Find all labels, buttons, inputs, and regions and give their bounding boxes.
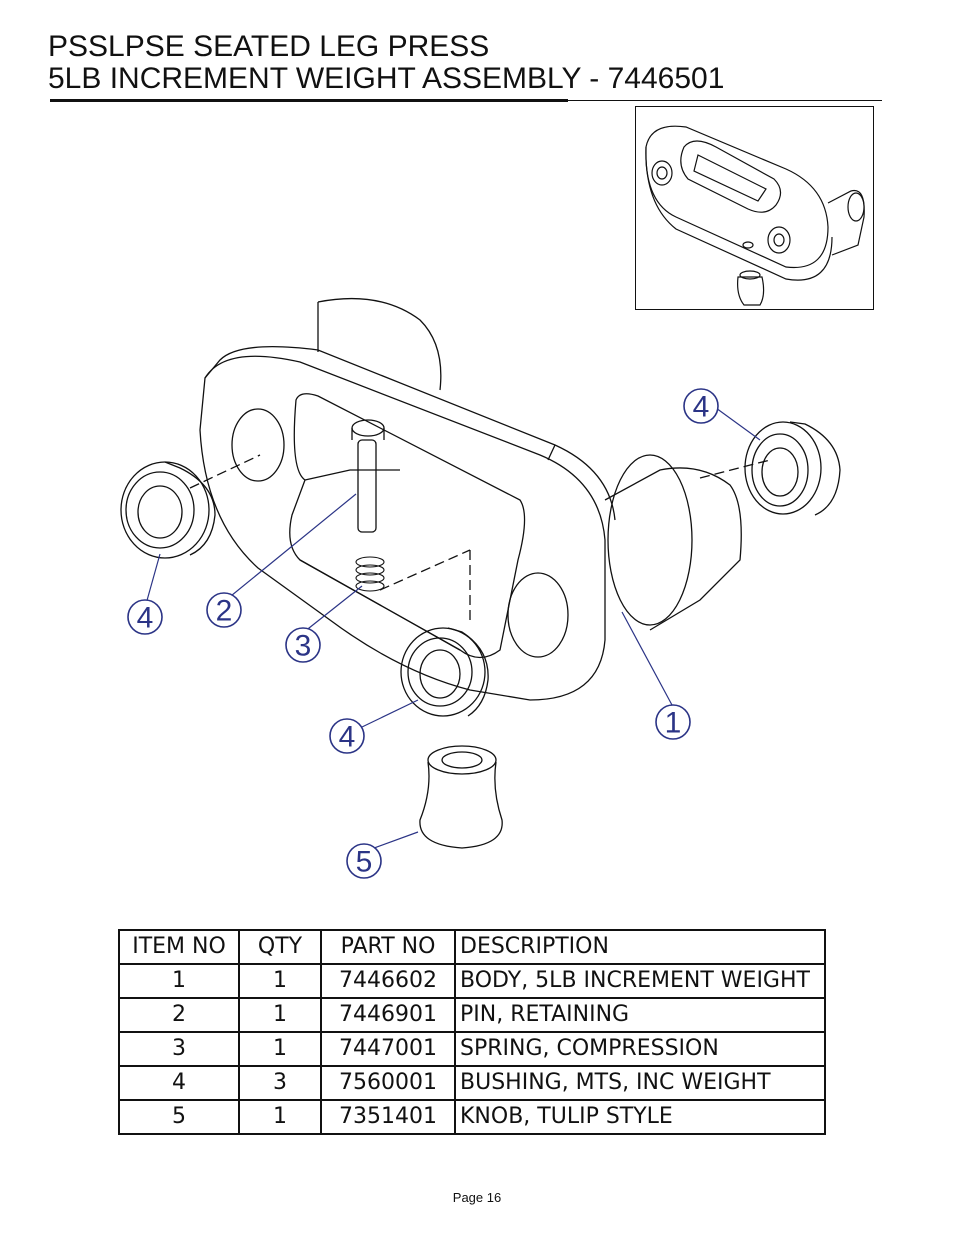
leader-lines	[145, 407, 761, 852]
callout-item-4-center: 4	[329, 718, 365, 754]
table-row: 1 1 7446602 BODY, 5LB INCREMENT WEIGHT	[118, 963, 826, 999]
callout-item-5: 5	[346, 843, 382, 879]
cell-qty: 1	[238, 1099, 322, 1135]
page-title-line-1: PSSLPSE SEATED LEG PRESS	[48, 30, 490, 63]
callout-item-4-left: 4	[127, 599, 163, 635]
svg-text:4: 4	[693, 391, 710, 424]
cell-item-no: 4	[118, 1065, 240, 1101]
header-item-no: ITEM NO	[118, 929, 240, 965]
callout-item-2: 2	[206, 592, 242, 628]
page-title-line-2: 5LB INCREMENT WEIGHT ASSEMBLY - 7446501	[48, 62, 725, 95]
retaining-pin	[351, 419, 385, 533]
weight-body	[189, 297, 771, 701]
svg-text:4: 4	[137, 602, 154, 635]
table-row: 3 1 7447001 SPRING, COMPRESSION	[118, 1031, 826, 1067]
callout-item-4-right: 4	[683, 388, 719, 424]
table-header-row: ITEM NO QTY PART NO DESCRIPTION	[118, 929, 826, 965]
callout-item-3: 3	[285, 627, 321, 663]
tulip-knob	[419, 745, 503, 849]
assembled-view-inset	[635, 106, 874, 310]
cell-description: BUSHING, MTS, INC WEIGHT	[454, 1065, 826, 1101]
svg-text:3: 3	[295, 630, 312, 663]
header-qty: QTY	[238, 929, 322, 965]
bushing-right	[744, 421, 841, 516]
cell-part-no: 7351401	[320, 1099, 456, 1135]
bushing-center	[400, 627, 489, 717]
svg-text:4: 4	[339, 721, 356, 754]
assembled-view-drawing	[645, 125, 865, 306]
cell-item-no: 2	[118, 997, 240, 1033]
cell-part-no: 7447001	[320, 1031, 456, 1067]
cell-description: SPRING, COMPRESSION	[454, 1031, 826, 1067]
table-row: 2 1 7446901 PIN, RETAINING	[118, 997, 826, 1033]
cell-qty: 3	[238, 1065, 322, 1101]
header-description: DESCRIPTION	[454, 929, 826, 965]
callout-item-1: 1	[655, 704, 691, 740]
cell-description: BODY, 5LB INCREMENT WEIGHT	[454, 963, 826, 999]
title-underline	[50, 99, 568, 102]
compression-spring	[355, 556, 385, 592]
cell-description: KNOB, TULIP STYLE	[454, 1099, 826, 1135]
cell-part-no: 7446901	[320, 997, 456, 1033]
exploded-assembly-drawing: 1 2 3 4 4 4 5	[120, 297, 841, 879]
table-row: 5 1 7351401 KNOB, TULIP STYLE	[118, 1099, 826, 1135]
cell-qty: 1	[238, 997, 322, 1033]
header-part-no: PART NO	[320, 929, 456, 965]
cell-item-no: 5	[118, 1099, 240, 1135]
cell-part-no: 7446602	[320, 963, 456, 999]
table-row: 4 3 7560001 BUSHING, MTS, INC WEIGHT	[118, 1065, 826, 1101]
cell-qty: 1	[238, 963, 322, 999]
cell-qty: 1	[238, 1031, 322, 1067]
cell-item-no: 1	[118, 963, 240, 999]
cell-part-no: 7560001	[320, 1065, 456, 1101]
svg-text:1: 1	[665, 707, 682, 740]
title-rule-extension	[568, 100, 882, 101]
page-number: Page 16	[452, 1190, 502, 1205]
parts-list-table: ITEM NO QTY PART NO DESCRIPTION 1 1 7446…	[118, 929, 826, 1135]
svg-text:5: 5	[356, 846, 373, 879]
bushing-left	[120, 461, 216, 559]
cell-description: PIN, RETAINING	[454, 997, 826, 1033]
svg-text:2: 2	[216, 595, 233, 628]
cell-item-no: 3	[118, 1031, 240, 1067]
